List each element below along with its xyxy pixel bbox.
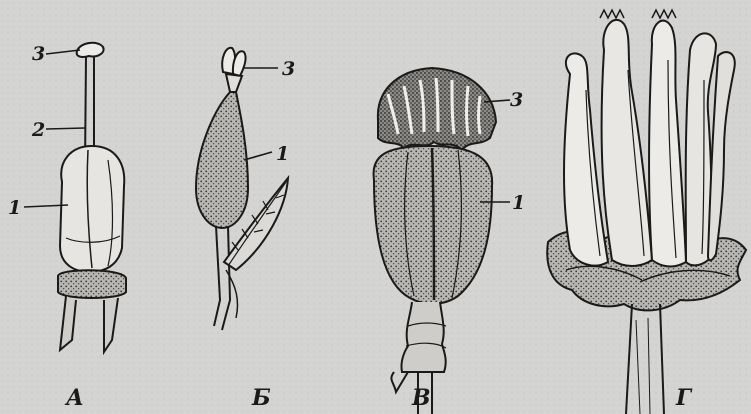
stigma-a [77,43,104,57]
figure-d-caption: Г [675,385,693,411]
ovary-a [60,146,124,272]
figure-c-part-label-1: 1 [512,192,525,214]
figure-b-part-label-3: 3 [282,58,295,80]
figure-b-part-label-1: 1 [276,143,289,165]
figure-a-caption: А [64,385,84,411]
receptacle-a [58,270,126,298]
figure-a-part-label-3: 3 [32,43,45,65]
figure-b-caption: Б [251,385,271,411]
figure-c-part-label-3: 3 [510,89,523,111]
figure-c-caption: В [411,385,431,411]
figure-a-part-label-2: 2 [31,119,45,141]
figure-a-part-label-1: 1 [8,197,21,219]
